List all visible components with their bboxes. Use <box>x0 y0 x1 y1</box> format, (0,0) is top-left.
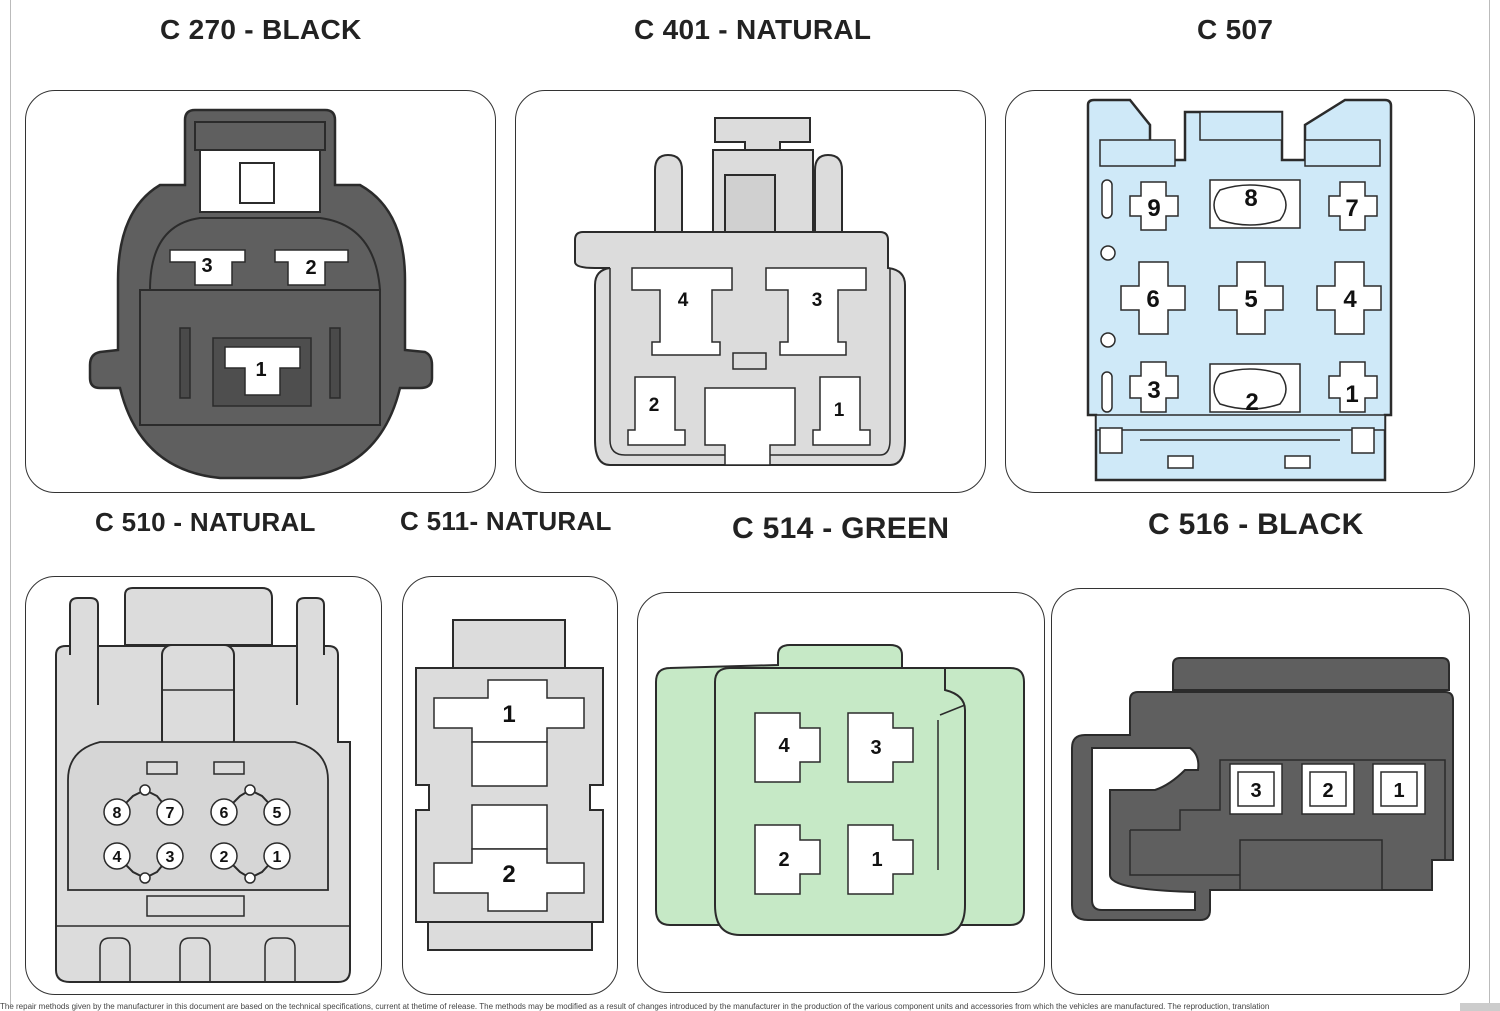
c270-pin-label: 3 <box>201 255 212 277</box>
connector-c401: 4 3 2 1 <box>574 117 906 466</box>
c514-pin-label: 4 <box>778 735 790 757</box>
c510-pin-label: 7 <box>166 805 175 822</box>
c516-pin-label: 3 <box>1250 780 1261 802</box>
c510-pin-label: 1 <box>273 849 282 866</box>
c507-pin-label: 1 <box>1345 381 1358 408</box>
c510-pin-label: 2 <box>220 849 229 866</box>
page-tab <box>1460 1003 1500 1011</box>
connector-c507: 9 8 7 6 5 4 3 2 1 <box>1086 98 1393 482</box>
c507-pin-label: 7 <box>1345 195 1358 222</box>
c507-pin-label: 3 <box>1147 377 1160 404</box>
title-c510: C 510 - NATURAL <box>95 507 316 537</box>
connector-c510: 8 7 6 5 4 3 2 1 <box>55 587 351 983</box>
title-c511: C 511- NATURAL <box>400 506 612 536</box>
title-c401: C 401 - NATURAL <box>634 14 872 45</box>
c516-pin-label: 2 <box>1322 780 1333 802</box>
c507-pin-label: 9 <box>1147 195 1160 222</box>
title-c514: C 514 - GREEN <box>732 512 950 545</box>
c401-pin-label: 4 <box>678 290 689 311</box>
connector-c516: 3 2 1 <box>1071 657 1454 921</box>
c514-pin-label: 3 <box>870 737 881 759</box>
c507-pin-label: 8 <box>1244 185 1257 212</box>
c514-pin-label: 1 <box>871 849 882 871</box>
c401-pin-label: 1 <box>834 400 845 421</box>
title-c516: C 516 - BLACK <box>1148 508 1364 541</box>
c510-pin-label: 4 <box>113 849 122 866</box>
c510-pin-label: 6 <box>220 805 229 822</box>
connector-c511: 1 2 <box>415 619 604 951</box>
c514-pin-label: 2 <box>778 849 789 871</box>
c511-pin-label: 1 <box>502 701 515 728</box>
c270-pin-label: 2 <box>305 257 316 279</box>
c507-pin-label: 6 <box>1146 286 1159 313</box>
title-c507: C 507 <box>1197 14 1274 45</box>
page-frame <box>10 0 1490 1005</box>
footer-disclaimer: The repair methods given by the manufact… <box>0 1003 1270 1011</box>
c510-pin-label: 5 <box>273 805 282 822</box>
c507-pin-label: 4 <box>1343 286 1357 313</box>
c507-pin-label: 2 <box>1245 389 1258 416</box>
c516-pin-label: 1 <box>1393 780 1404 802</box>
connector-c270: 3 2 1 <box>88 108 434 480</box>
c510-pin-label: 8 <box>113 805 122 822</box>
c270-pin-label: 1 <box>255 359 266 381</box>
c510-pin-label: 3 <box>166 849 175 866</box>
c401-pin-label: 2 <box>649 395 660 416</box>
title-c270: C 270 - BLACK <box>160 14 362 45</box>
c401-pin-label: 3 <box>812 290 823 311</box>
c511-pin-label: 2 <box>502 861 515 888</box>
c507-pin-label: 5 <box>1244 286 1257 313</box>
connector-c514: 4 3 2 1 <box>655 644 1025 936</box>
